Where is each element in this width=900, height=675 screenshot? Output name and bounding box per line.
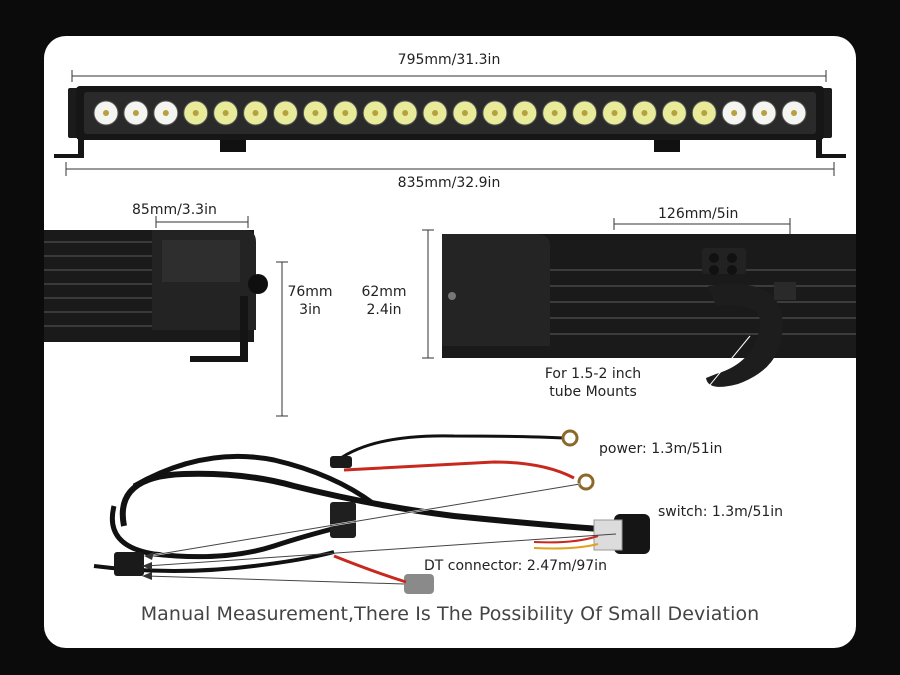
total-length-label: 835mm/32.9in [397,175,501,191]
led-chip [761,110,768,116]
led-chip [491,110,498,116]
deviation-disclaimer: Manual Measurement,There Is The Possibil… [140,603,760,625]
led-chip [521,110,528,116]
led-row [93,100,807,126]
led-chip [581,110,588,116]
led-chip [641,110,648,116]
led-chip [312,110,319,116]
led-chip [192,110,199,116]
led-chip [611,110,618,116]
led-chip [282,110,289,116]
led-chip [103,110,109,116]
side-height-mm-label: 76mm [287,284,333,300]
switch-length-label: switch: 1.3m/51in [658,504,784,520]
side-height-in-label: 3in [299,302,321,318]
led-chip [791,110,797,116]
bracket-view-diagram [422,218,856,403]
power-length-label: power: 1.3m/51in [599,441,723,457]
led-chip [461,110,468,116]
product-card: 795mm/31.3in 835mm/32.9in 85mm/3.3in 76m… [44,36,856,648]
side-width-label: 85mm/3.3in [132,202,217,218]
mount-note-line2: tube Mounts [549,384,637,400]
body-height-mm-label: 62mm [361,284,407,300]
led-chip [701,110,708,116]
led-chip [252,110,259,116]
body-height-in-label: 2.4in [366,302,402,318]
led-chip [402,110,409,116]
bracket-width-label: 126mm/5in [658,206,739,222]
led-chip [132,110,139,116]
side-view-diagram [44,216,288,417]
mount-note-line1: For 1.5-2 inch [544,366,642,382]
led-chip [342,110,349,116]
led-chip [671,110,678,116]
led-chip [162,110,169,116]
wiring-harness-diagram [93,429,650,594]
led-chip [731,110,738,116]
dt-connector-length-label: DT connector: 2.47m/97in [424,558,607,574]
led-chip [432,110,439,116]
led-chip [551,110,558,116]
led-chip [372,110,379,116]
led-chip [222,110,229,116]
light-bar-diagram [54,70,846,176]
light-length-label: 795mm/31.3in [397,52,501,68]
